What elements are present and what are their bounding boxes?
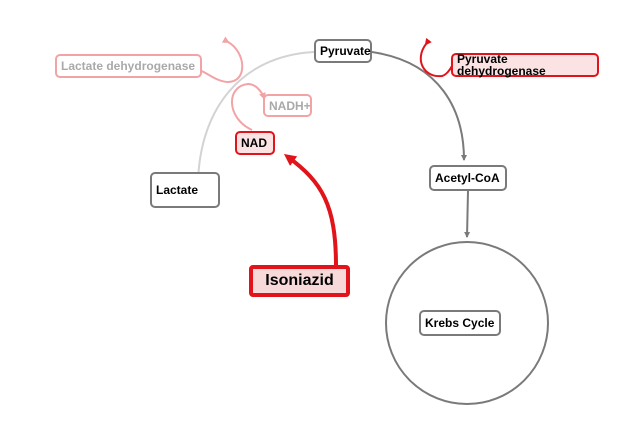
krebs-cycle-node: Krebs Cycle [419, 310, 501, 336]
pyruvate-dehydrogenase-node: Pyruvate dehydrogenase [451, 53, 599, 77]
nad-node: NAD [235, 131, 275, 155]
acetyl-coa-to-krebs-arrow [464, 190, 471, 238]
krebs-cycle-circle [385, 241, 549, 405]
pyruvate-to-lactate-arc [197, 51, 315, 184]
pyruvate-dehydrogenase-cofactor-loop [419, 37, 453, 78]
pyruvate-to-acetyl-coa-arrow [371, 51, 467, 161]
pyruvate-node: Pyruvate [314, 39, 372, 63]
nad-to-nadh-loop [231, 82, 266, 131]
isoniazid-node: Isoniazid [249, 265, 350, 297]
isoniazid-to-nad-arrow [283, 154, 338, 267]
lactate-dehydrogenase-cofactor-loop [197, 36, 244, 84]
lactate-node: Lactate [150, 172, 220, 208]
nadh-node: NADH+ [263, 94, 312, 117]
lactate-dehydrogenase-node: Lactate dehydrogenase [55, 54, 202, 78]
acetyl-coa-node: Acetyl-CoA [429, 165, 507, 191]
